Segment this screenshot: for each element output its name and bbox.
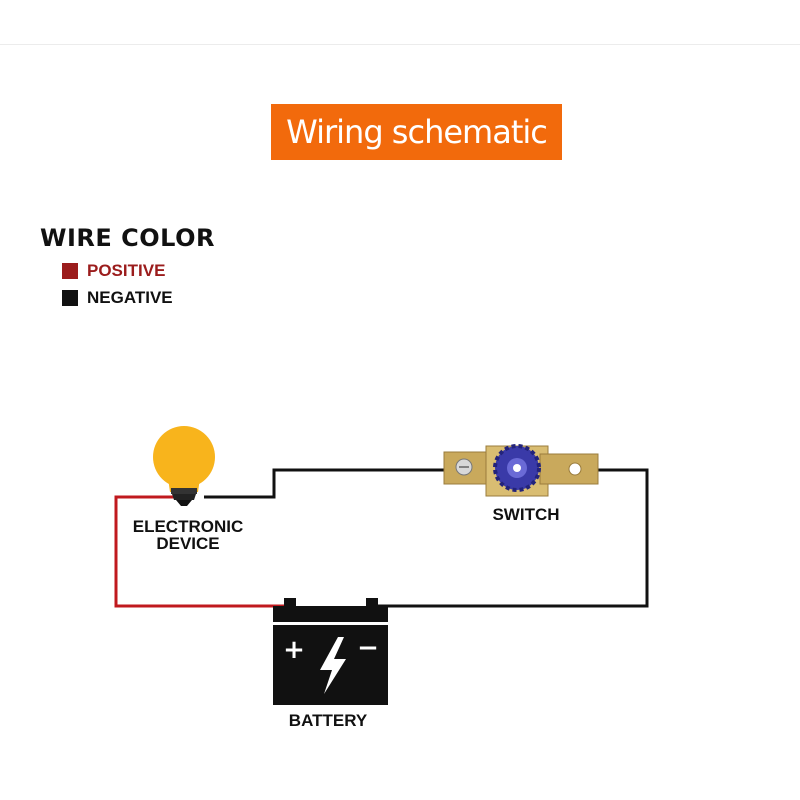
positive-swatch [62, 263, 78, 279]
negative-swatch [62, 290, 78, 306]
legend-item-positive: POSITIVE [62, 261, 165, 281]
legend-title: WIRE COLOR [40, 224, 215, 252]
device-label-line1: ELECTRONIC [133, 517, 244, 536]
device-label-line2: DEVICE [156, 534, 219, 553]
negative-wire-switch-to-battery [378, 468, 649, 608]
title-banner: Wiring schematic [271, 104, 562, 160]
legend-label-negative: NEGATIVE [87, 288, 173, 307]
switch-label: SWITCH [492, 505, 559, 524]
negative-wire-device-to-switch [204, 468, 446, 499]
battery-plus: + [283, 635, 305, 665]
battery-label: BATTERY [289, 711, 368, 730]
light-bulb-icon [153, 426, 215, 506]
lightning-bolt-icon [320, 637, 346, 694]
positive-wire [114, 495, 284, 608]
page-title: Wiring schematic [286, 113, 548, 151]
battery-icon: + − [273, 598, 388, 705]
legend-item-negative: NEGATIVE [62, 288, 173, 308]
wire-color-legend: WIRE COLOR POSITIVE NEGATIVE [40, 224, 215, 307]
top-divider [0, 44, 800, 45]
battery-minus: − [357, 633, 379, 663]
legend-label-positive: POSITIVE [87, 261, 166, 280]
switch-icon [443, 444, 599, 497]
